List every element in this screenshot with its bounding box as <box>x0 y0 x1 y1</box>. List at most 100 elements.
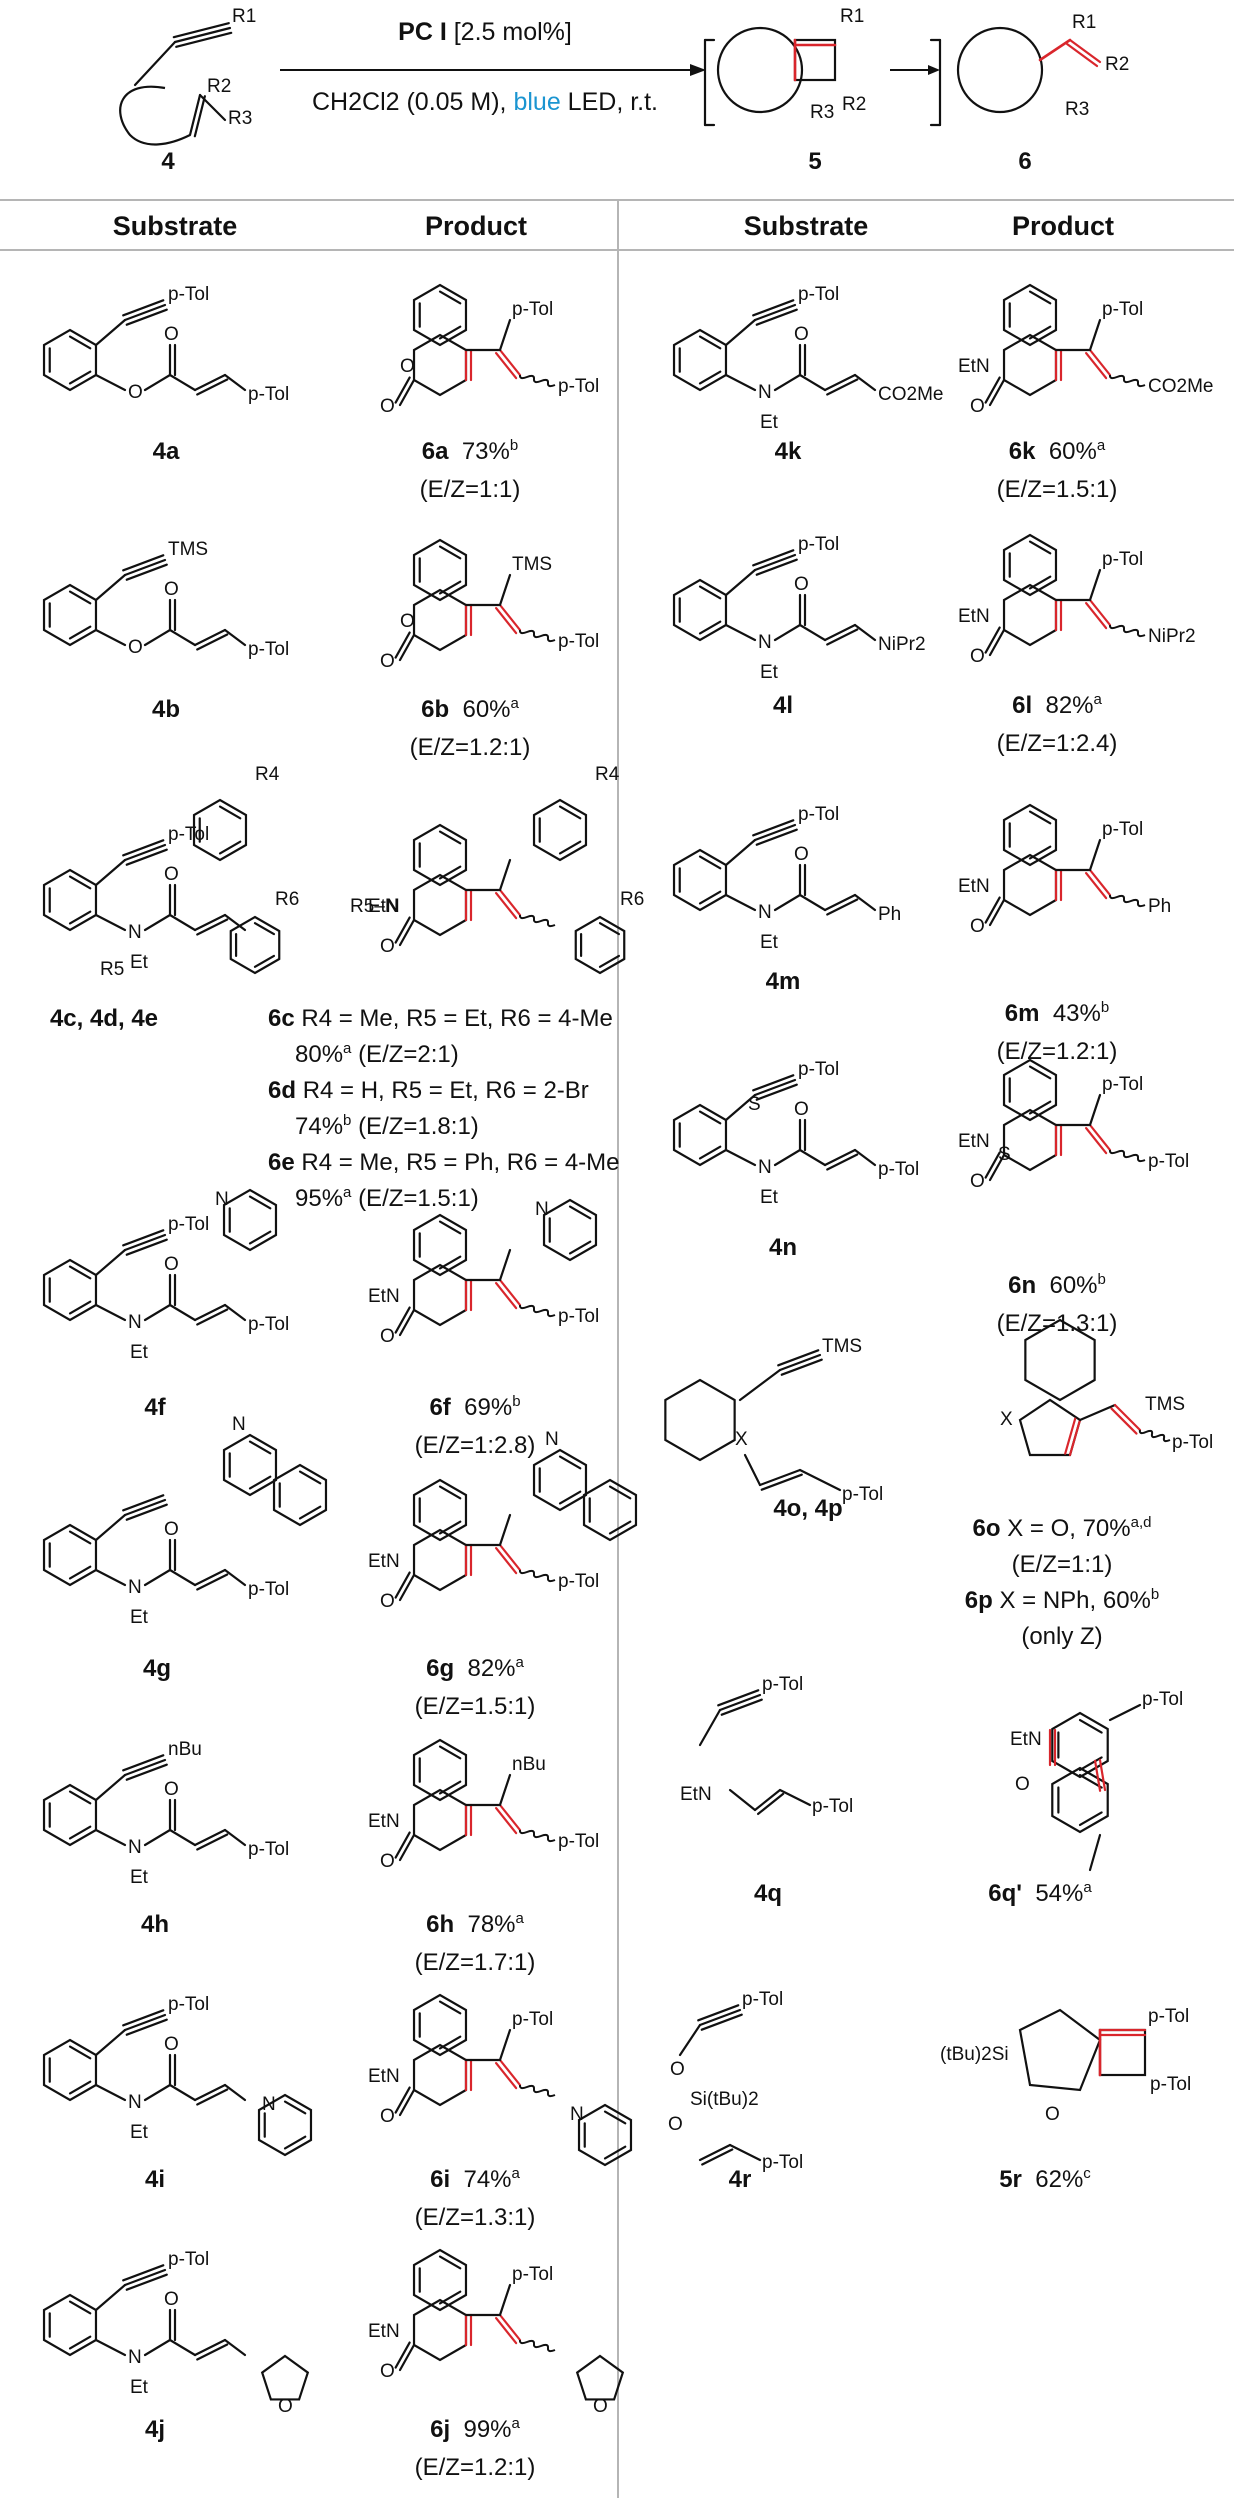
bond <box>1084 1127 1108 1155</box>
bond <box>498 1248 512 1282</box>
bond <box>173 26 232 44</box>
lactone-o: O <box>970 916 985 937</box>
isoquinoline-ring <box>272 1463 328 1527</box>
bond <box>698 2008 742 2027</box>
bond <box>498 2313 522 2342</box>
ez-ratio-6f: (E/Z=1:2.8) <box>414 1432 536 1459</box>
substrate-label-4n: 4n <box>768 1234 798 1261</box>
bond <box>123 2013 167 2032</box>
bond <box>122 2264 165 2282</box>
ptol-label: p-Tol <box>762 2152 803 2173</box>
bond <box>724 318 757 347</box>
bond <box>724 893 757 912</box>
product-yield-6m: 6m 43%b <box>1004 999 1110 1027</box>
bond <box>68 1265 92 1280</box>
bond <box>698 855 722 870</box>
n-ethyl-label: EtN <box>368 2066 400 2087</box>
bond <box>123 843 167 862</box>
naphthalene-ring <box>1051 1766 1109 1834</box>
ptol-label: p-Tol <box>1142 1689 1183 1710</box>
silicon-label: Si(tBu)2 <box>690 2089 759 2110</box>
tail-substituent: p-Tol <box>248 1839 289 1860</box>
lactone-o: O <box>380 2106 395 2127</box>
bond <box>438 1745 462 1760</box>
bond <box>68 1790 92 1805</box>
bond <box>398 1573 416 1602</box>
bond <box>678 2023 702 2057</box>
substrate-label-4j: 4j <box>144 2416 166 2443</box>
bond <box>253 922 276 936</box>
bond <box>122 1494 165 1512</box>
vinyl-substituent: p-Tol <box>512 2009 553 2030</box>
bond <box>494 892 518 920</box>
alkyne-substituent: p-Tol <box>168 2249 209 2270</box>
n-atom: N <box>758 632 772 653</box>
r6-label: R6 <box>620 889 644 910</box>
r4-label: R4 <box>255 764 280 785</box>
bond <box>1113 1403 1142 1432</box>
bond <box>743 1453 762 1487</box>
bond <box>738 1368 782 1402</box>
ptol-label: p-Tol <box>1148 2006 1189 2027</box>
bond <box>984 376 1001 404</box>
bond <box>753 1078 797 1097</box>
n-ethyl: Et <box>760 662 779 683</box>
n-ethyl: Et <box>130 952 149 973</box>
bond <box>68 1530 92 1545</box>
isoquinoline-ring <box>532 1448 588 1512</box>
ptol-label: p-Tol <box>1172 1432 1213 1453</box>
aryl-ring <box>229 915 281 975</box>
bond <box>494 2317 518 2345</box>
wavy-bond <box>518 2084 556 2098</box>
wavy-bond <box>1108 1149 1146 1163</box>
lactone-o: O <box>970 1171 985 1192</box>
bond <box>1078 1756 1103 1772</box>
alkyne-substituent: p-Tol <box>168 824 209 845</box>
bond <box>133 40 177 87</box>
bond <box>798 1148 827 1167</box>
carbonyl-o: O <box>164 324 179 345</box>
bond <box>1088 568 1102 602</box>
bond <box>753 1788 782 1812</box>
bond <box>94 573 127 602</box>
lactone-o: O <box>380 651 395 672</box>
carbonyl-o: O <box>794 574 809 595</box>
terminal-substituent: Ph <box>1148 896 1171 917</box>
header-substrate-right: Substrate <box>743 211 869 241</box>
aryl-ring <box>532 798 588 862</box>
bond <box>752 299 795 317</box>
wavy-bond <box>1108 624 1146 638</box>
substrate-label-4q: 4q <box>753 1880 783 1907</box>
carbonyl-o: O <box>794 844 809 865</box>
bond <box>728 1788 757 1812</box>
bond <box>94 1248 127 1277</box>
ring-o: O <box>400 611 415 632</box>
n-atom: N <box>758 382 772 403</box>
substrate-label-4g: 4g <box>142 1655 172 1682</box>
compound-6-label: 6 <box>1018 148 1032 175</box>
bond <box>1078 1773 1103 1789</box>
bond <box>720 1698 763 1716</box>
bond <box>728 2143 762 2162</box>
r4-label: R4 <box>595 764 620 785</box>
product-yield-6k: 6k 60%a <box>1008 437 1106 465</box>
benzo-ring <box>412 2248 468 2312</box>
product-yield-6g: 6g 82%a <box>426 1654 524 1682</box>
bond <box>724 373 757 392</box>
bond <box>698 890 722 905</box>
n-ethyl: Et <box>760 1187 779 1208</box>
bond <box>603 2110 627 2125</box>
x-label: X <box>1000 1409 1013 1430</box>
terminal-substituent: p-Tol <box>558 1306 599 1327</box>
bond <box>394 1571 411 1599</box>
bond <box>122 839 165 857</box>
bond <box>394 2086 411 2114</box>
bond <box>698 370 722 385</box>
header-substrate-left: Substrate <box>112 211 238 241</box>
compound-4-label: 4 <box>161 148 175 175</box>
bond <box>494 2062 518 2090</box>
product-yield-6q: 6q' 54%a <box>988 1879 1092 1907</box>
bond <box>697 2004 740 2022</box>
bond <box>984 626 1001 654</box>
alkyne-substituent: p-Tol <box>798 284 839 305</box>
